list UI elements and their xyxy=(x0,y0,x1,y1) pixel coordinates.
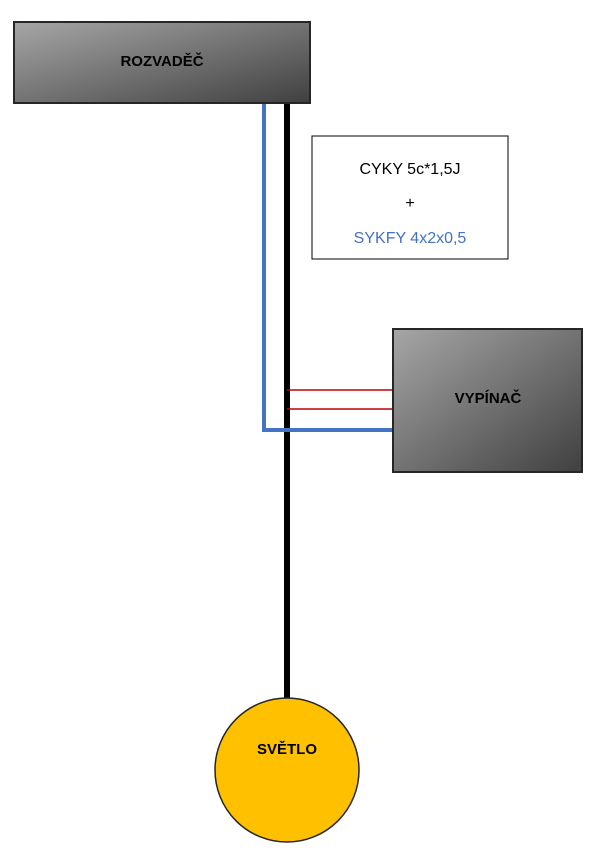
plus-sign: + xyxy=(405,195,414,212)
distribution-board-box: ROZVADĚČ xyxy=(13,21,311,104)
light-label: SVĚTLO xyxy=(257,740,317,758)
power-cable-text: CYKY 5c*1,5J xyxy=(359,161,460,178)
signal-cable-text: SYKFY 4x2x0,5 xyxy=(354,230,467,247)
switch-box: VYPÍNAČ xyxy=(392,328,583,473)
distribution-board-label: ROZVADĚČ xyxy=(120,52,203,70)
signal-cable-line xyxy=(262,102,393,432)
cable-legend-box: CYKY 5c*1,5J + SYKFY 4x2x0,5 xyxy=(311,135,509,260)
light-node: SVĚTLO xyxy=(214,697,360,843)
switch-label: VYPÍNAČ xyxy=(455,389,522,407)
